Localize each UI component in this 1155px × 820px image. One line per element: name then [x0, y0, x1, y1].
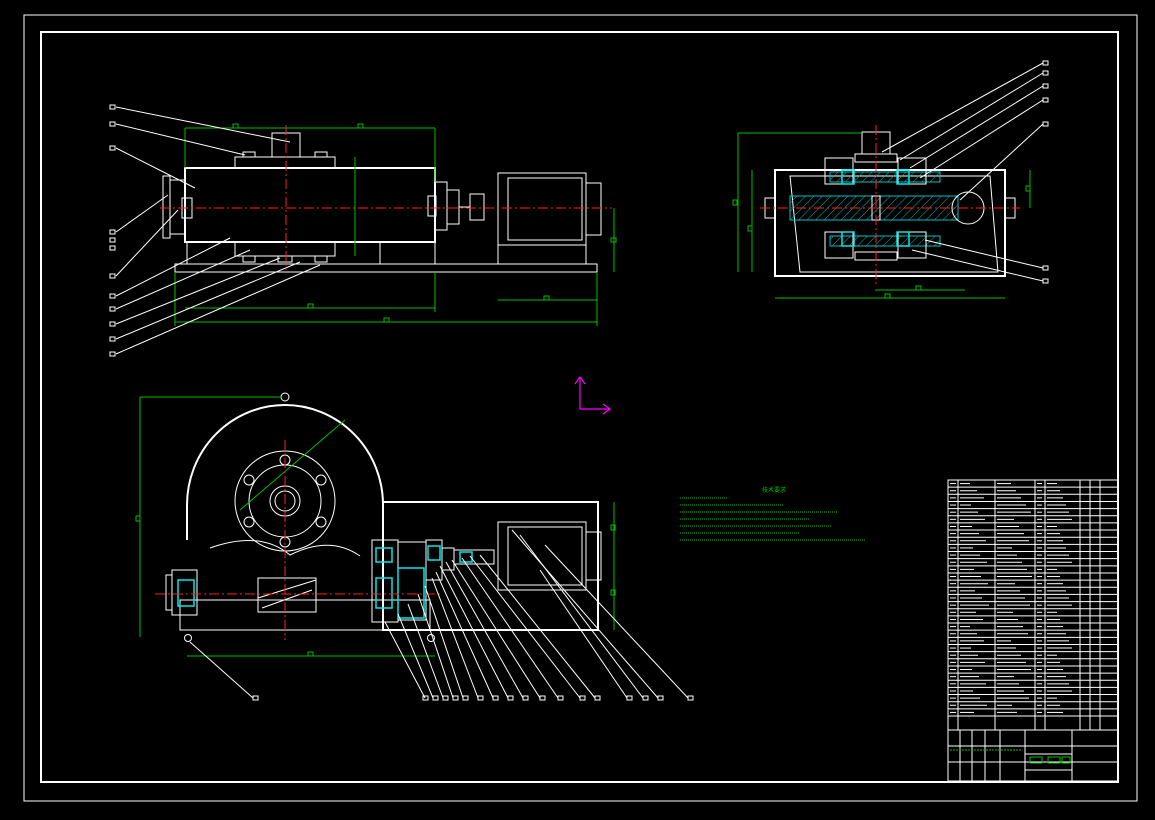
ucs-axis-icon: [574, 375, 612, 415]
title-block: [947, 729, 1119, 782]
inner-border: [40, 31, 1119, 783]
parts-list-table: [947, 479, 1119, 731]
plan-view: [135, 392, 694, 701]
front-view: [109, 104, 617, 357]
side-section-view: [732, 60, 1049, 299]
technical-notes: 技术要求: [680, 486, 866, 541]
notes-title: 技术要求: [762, 486, 786, 494]
outer-border: [23, 14, 1138, 802]
